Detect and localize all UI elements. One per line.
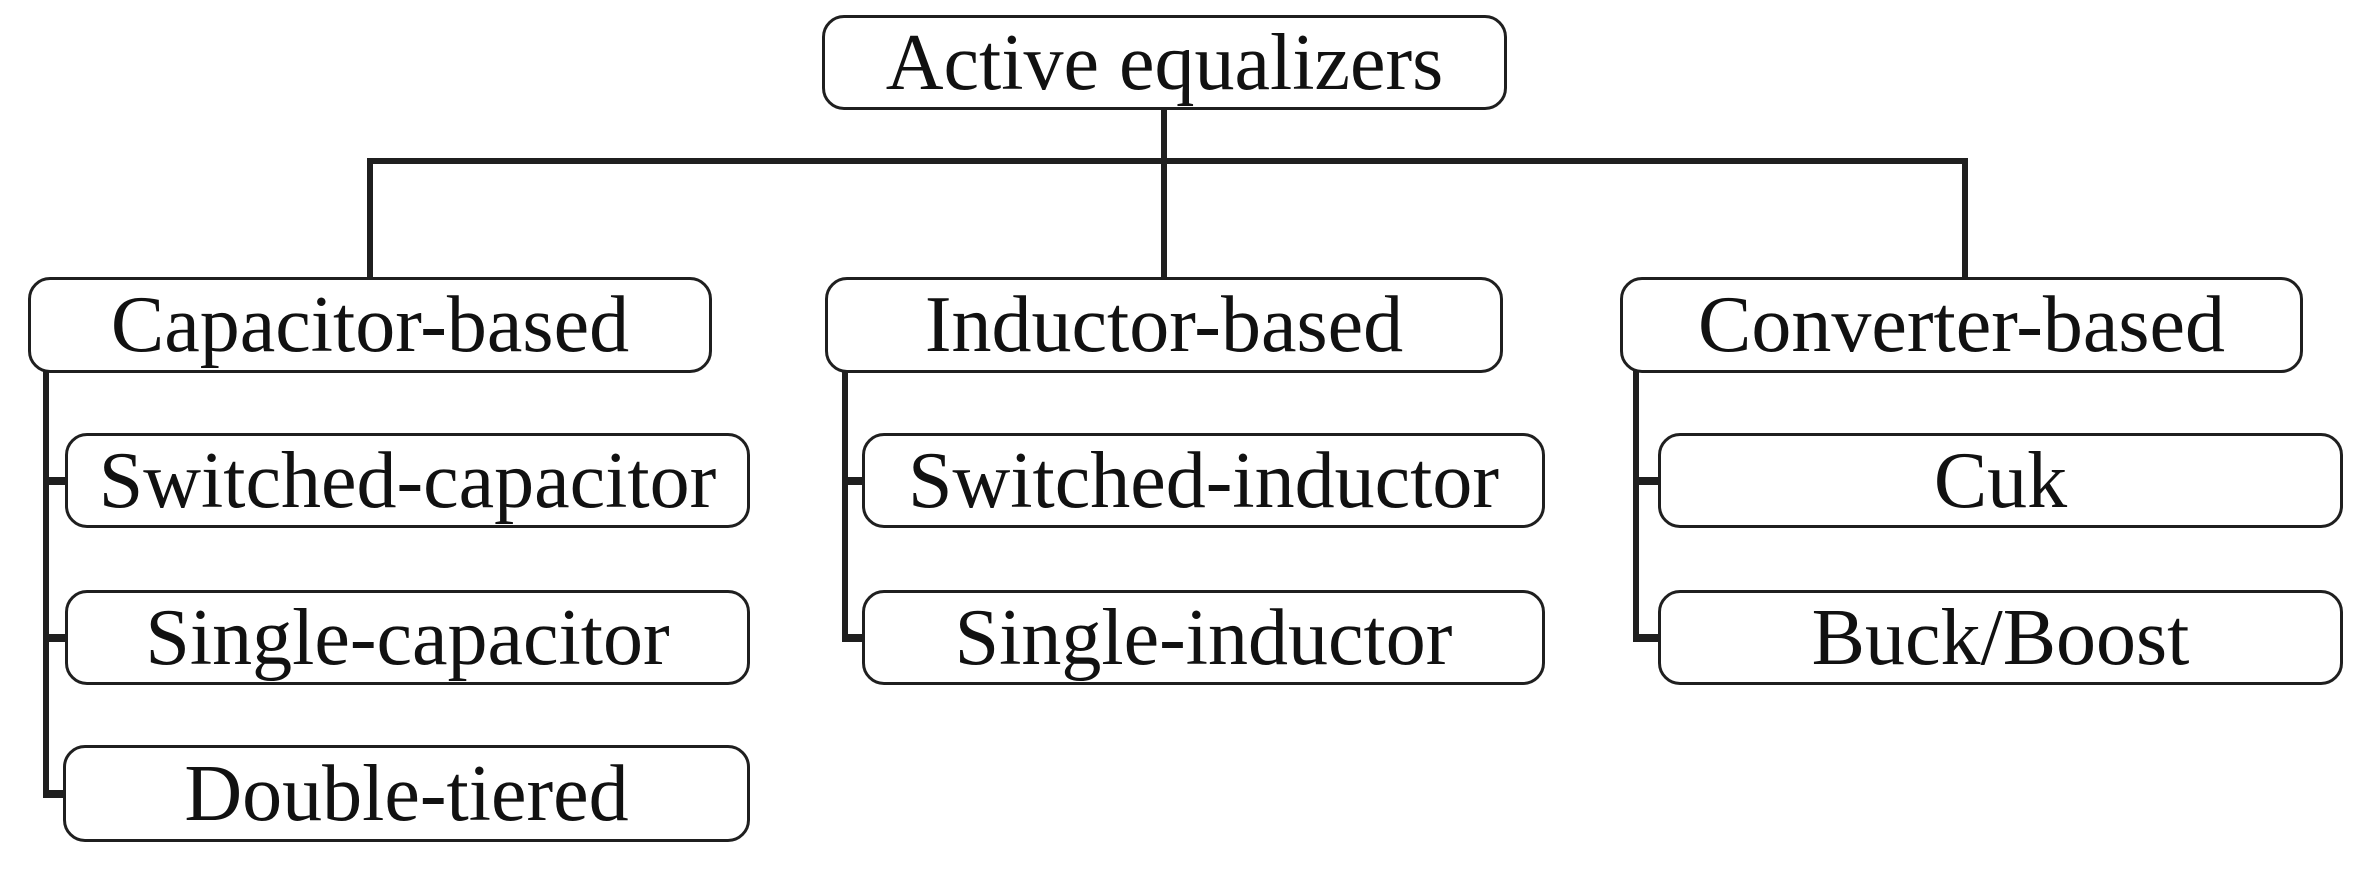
node-label: Switched-inductor [908, 436, 1499, 525]
node-label: Inductor-based [924, 281, 1404, 369]
node-inductor-based: Inductor-based [825, 277, 1503, 373]
connector-rail [367, 158, 1968, 164]
node-label: Converter-based [1697, 281, 2226, 369]
connector-stub-double-tiered [43, 790, 68, 798]
node-label: Single-inductor [954, 593, 1453, 682]
node-double-tiered: Double-tiered [63, 745, 750, 842]
node-label: Capacitor-based [110, 281, 630, 369]
node-switched-capacitor: Switched-capacitor [65, 433, 750, 528]
connector-stub-switched-capacitor [43, 477, 68, 485]
connector-drop-inductor [1161, 158, 1167, 279]
connector-stub-single-inductor [842, 634, 866, 642]
connector-stub-cuk [1633, 477, 1662, 485]
node-label: Buck/Boost [1811, 593, 2190, 682]
node-label: Cuk [1933, 436, 2068, 525]
connector-root-stem [1161, 109, 1167, 162]
connector-spine-capacitor [43, 371, 49, 798]
node-label: Switched-capacitor [98, 436, 717, 525]
connector-stub-switched-inductor [842, 477, 866, 485]
connector-stub-single-capacitor [43, 634, 68, 642]
node-single-capacitor: Single-capacitor [65, 590, 750, 685]
connector-spine-inductor [842, 371, 848, 642]
node-active-equalizers: Active equalizers [822, 15, 1507, 110]
connector-drop-converter [1962, 158, 1968, 279]
node-label: Double-tiered [184, 749, 629, 838]
connector-spine-converter [1633, 371, 1639, 642]
connector-stub-buck-boost [1633, 634, 1662, 642]
node-buck-boost: Buck/Boost [1658, 590, 2343, 685]
node-label: Active equalizers [885, 18, 1444, 107]
node-label: Single-capacitor [145, 593, 670, 682]
node-single-inductor: Single-inductor [862, 590, 1545, 685]
node-capacitor-based: Capacitor-based [28, 277, 712, 373]
connector-drop-capacitor [367, 158, 373, 279]
node-converter-based: Converter-based [1620, 277, 2303, 373]
node-cuk: Cuk [1658, 433, 2343, 528]
node-switched-inductor: Switched-inductor [862, 433, 1545, 528]
